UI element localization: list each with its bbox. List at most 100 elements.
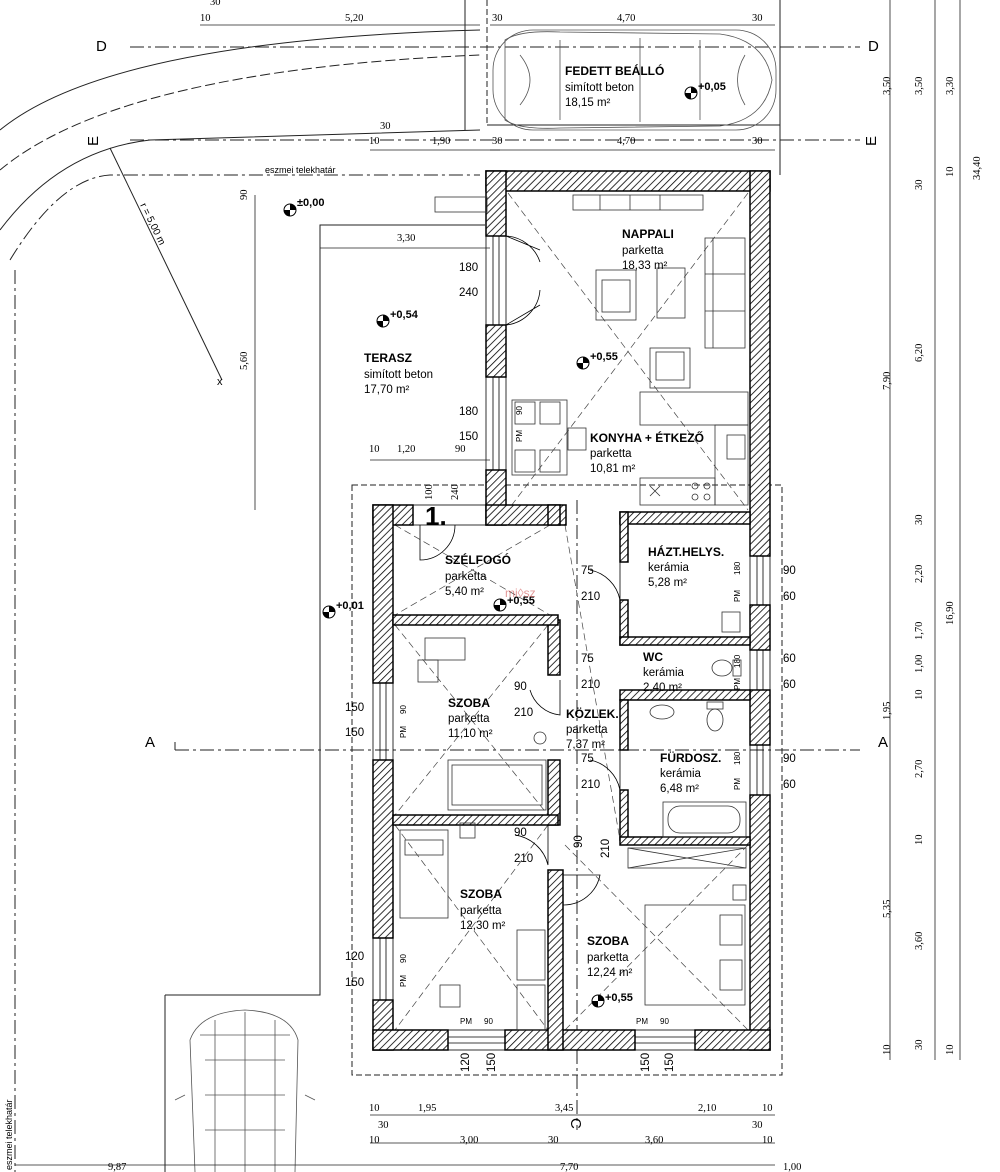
dim-text: 2,20 xyxy=(914,565,925,583)
opening-size: 90 xyxy=(515,406,524,415)
room-diagonals xyxy=(394,192,749,1031)
dim-text: 10 xyxy=(369,1135,380,1146)
dim-text: 10 xyxy=(762,1135,773,1146)
opening-size: 150 xyxy=(459,431,478,443)
room-name: KÖZLEK. xyxy=(566,706,619,721)
room-floor: simított beton xyxy=(364,369,433,381)
section-letter: D xyxy=(868,38,879,55)
site-lines xyxy=(0,0,783,1172)
room-name: SZOBA xyxy=(448,696,490,710)
opening-size: 180 xyxy=(459,406,478,418)
furniture xyxy=(399,194,749,1031)
room-name: NAPPALI xyxy=(622,227,674,241)
dim-text: 3,50 xyxy=(882,77,893,95)
x-mark: x xyxy=(217,376,223,388)
room-area: 12,24 m² xyxy=(587,967,633,979)
opening-size: 150 xyxy=(664,1053,676,1072)
pm-marker: PM xyxy=(733,778,742,790)
section-letter: E xyxy=(863,136,880,146)
level-value: +0,55 xyxy=(605,992,633,1004)
level-value: +0,55 xyxy=(507,595,535,607)
pm-marker: PM xyxy=(399,726,408,738)
dim-text: 10 xyxy=(882,1045,893,1056)
opening-size: 90 xyxy=(783,565,796,577)
boundary-label: eszmei telekhatár xyxy=(265,165,336,175)
level-value: ±0,00 xyxy=(297,197,324,209)
room-name: FEDETT BEÁLLÓ xyxy=(565,63,664,78)
room-area: 12,30 m² xyxy=(460,920,506,932)
room-area: 7,37 m² xyxy=(566,739,605,751)
room-floor: parketta xyxy=(587,952,629,964)
dim-text: 10 xyxy=(369,444,380,455)
section-letter: E xyxy=(85,136,102,146)
entrance-number: 1. xyxy=(425,501,447,531)
opening-size: 90 xyxy=(514,681,527,693)
dim-text: 10 xyxy=(369,136,380,147)
room-area: 11,10 m² xyxy=(448,728,493,740)
room-name: SZÉLFOGÓ xyxy=(445,552,511,567)
dim-text: 30 xyxy=(752,1120,763,1131)
dim-text: 3,60 xyxy=(914,932,925,950)
radius-label: r = 5,00 m xyxy=(137,201,167,247)
section-letter: C xyxy=(567,1118,584,1129)
room-floor: parketta xyxy=(566,724,608,736)
opening-size: 60 xyxy=(783,591,796,603)
room-area: 10,81 m² xyxy=(590,463,636,475)
dim-text: 2,10 xyxy=(698,1103,716,1114)
section-letter: A xyxy=(878,734,888,751)
dim-text: 34,40 xyxy=(972,156,983,180)
dim-text: 10 xyxy=(914,835,925,846)
opening-size: 210 xyxy=(514,853,533,865)
opening-size: 75 xyxy=(581,753,594,765)
walls xyxy=(372,170,771,1051)
room-area: 5,40 m² xyxy=(445,586,484,598)
section-lines xyxy=(109,46,860,1130)
room-floor: parketta xyxy=(590,448,632,460)
dim-text: 30 xyxy=(914,515,925,526)
pm-marker: PM xyxy=(636,1017,648,1026)
dim-text: 2,70 xyxy=(914,760,925,778)
dim-text: 90 xyxy=(455,444,466,455)
dim-text: 30 xyxy=(548,1135,559,1146)
opening-size: 150 xyxy=(640,1053,652,1072)
dim-text: 5,20 xyxy=(345,13,363,24)
section-letter: D xyxy=(96,38,107,55)
pm-marker: PM xyxy=(733,678,742,690)
dim-text: 90 xyxy=(239,190,250,201)
dim-text: 7,90 xyxy=(882,372,893,390)
dimension-lines xyxy=(15,0,961,1166)
dim-text: 30 xyxy=(210,0,221,8)
dim-text: 30 xyxy=(492,13,503,24)
dim-text: 30 xyxy=(378,1120,389,1131)
level-value: +0,01 xyxy=(336,600,364,612)
dim-text: 30 xyxy=(914,1040,925,1051)
door-swings xyxy=(419,235,621,906)
opening-size: 180 xyxy=(733,561,742,575)
dim-text: 1,90 xyxy=(432,136,450,147)
dim-text: 30 xyxy=(914,180,925,191)
room-name: KONYHA + ÉTKEZŐ xyxy=(590,430,704,445)
dim-text: 30 xyxy=(752,13,763,24)
room-name: SZOBA xyxy=(587,934,629,948)
room-name: TERASZ xyxy=(364,351,412,365)
room-area: 2,40 m² xyxy=(643,682,682,694)
opening-size: 90 xyxy=(660,1017,669,1026)
level-value: +0,55 xyxy=(590,351,618,363)
opening-size: 180 xyxy=(459,262,478,274)
dim-text: 3,30 xyxy=(945,77,956,95)
dim-text: 5,35 xyxy=(882,900,893,918)
opening-size: 210 xyxy=(581,679,600,691)
room-area: 18,15 m² xyxy=(565,97,611,109)
pm-marker: PM xyxy=(733,590,742,602)
section-letter: A xyxy=(145,734,155,751)
dim-text: 4,70 xyxy=(617,136,635,147)
level-marker-icon xyxy=(283,203,297,217)
room-floor: kerámia xyxy=(648,562,690,574)
opening-size: 90 xyxy=(399,954,408,963)
opening-size: 210 xyxy=(600,839,612,858)
room-floor: parketta xyxy=(448,713,490,725)
dim-text: 100 xyxy=(424,484,435,500)
dim-text: 30 xyxy=(492,136,503,147)
dim-text: 10 xyxy=(200,13,211,24)
